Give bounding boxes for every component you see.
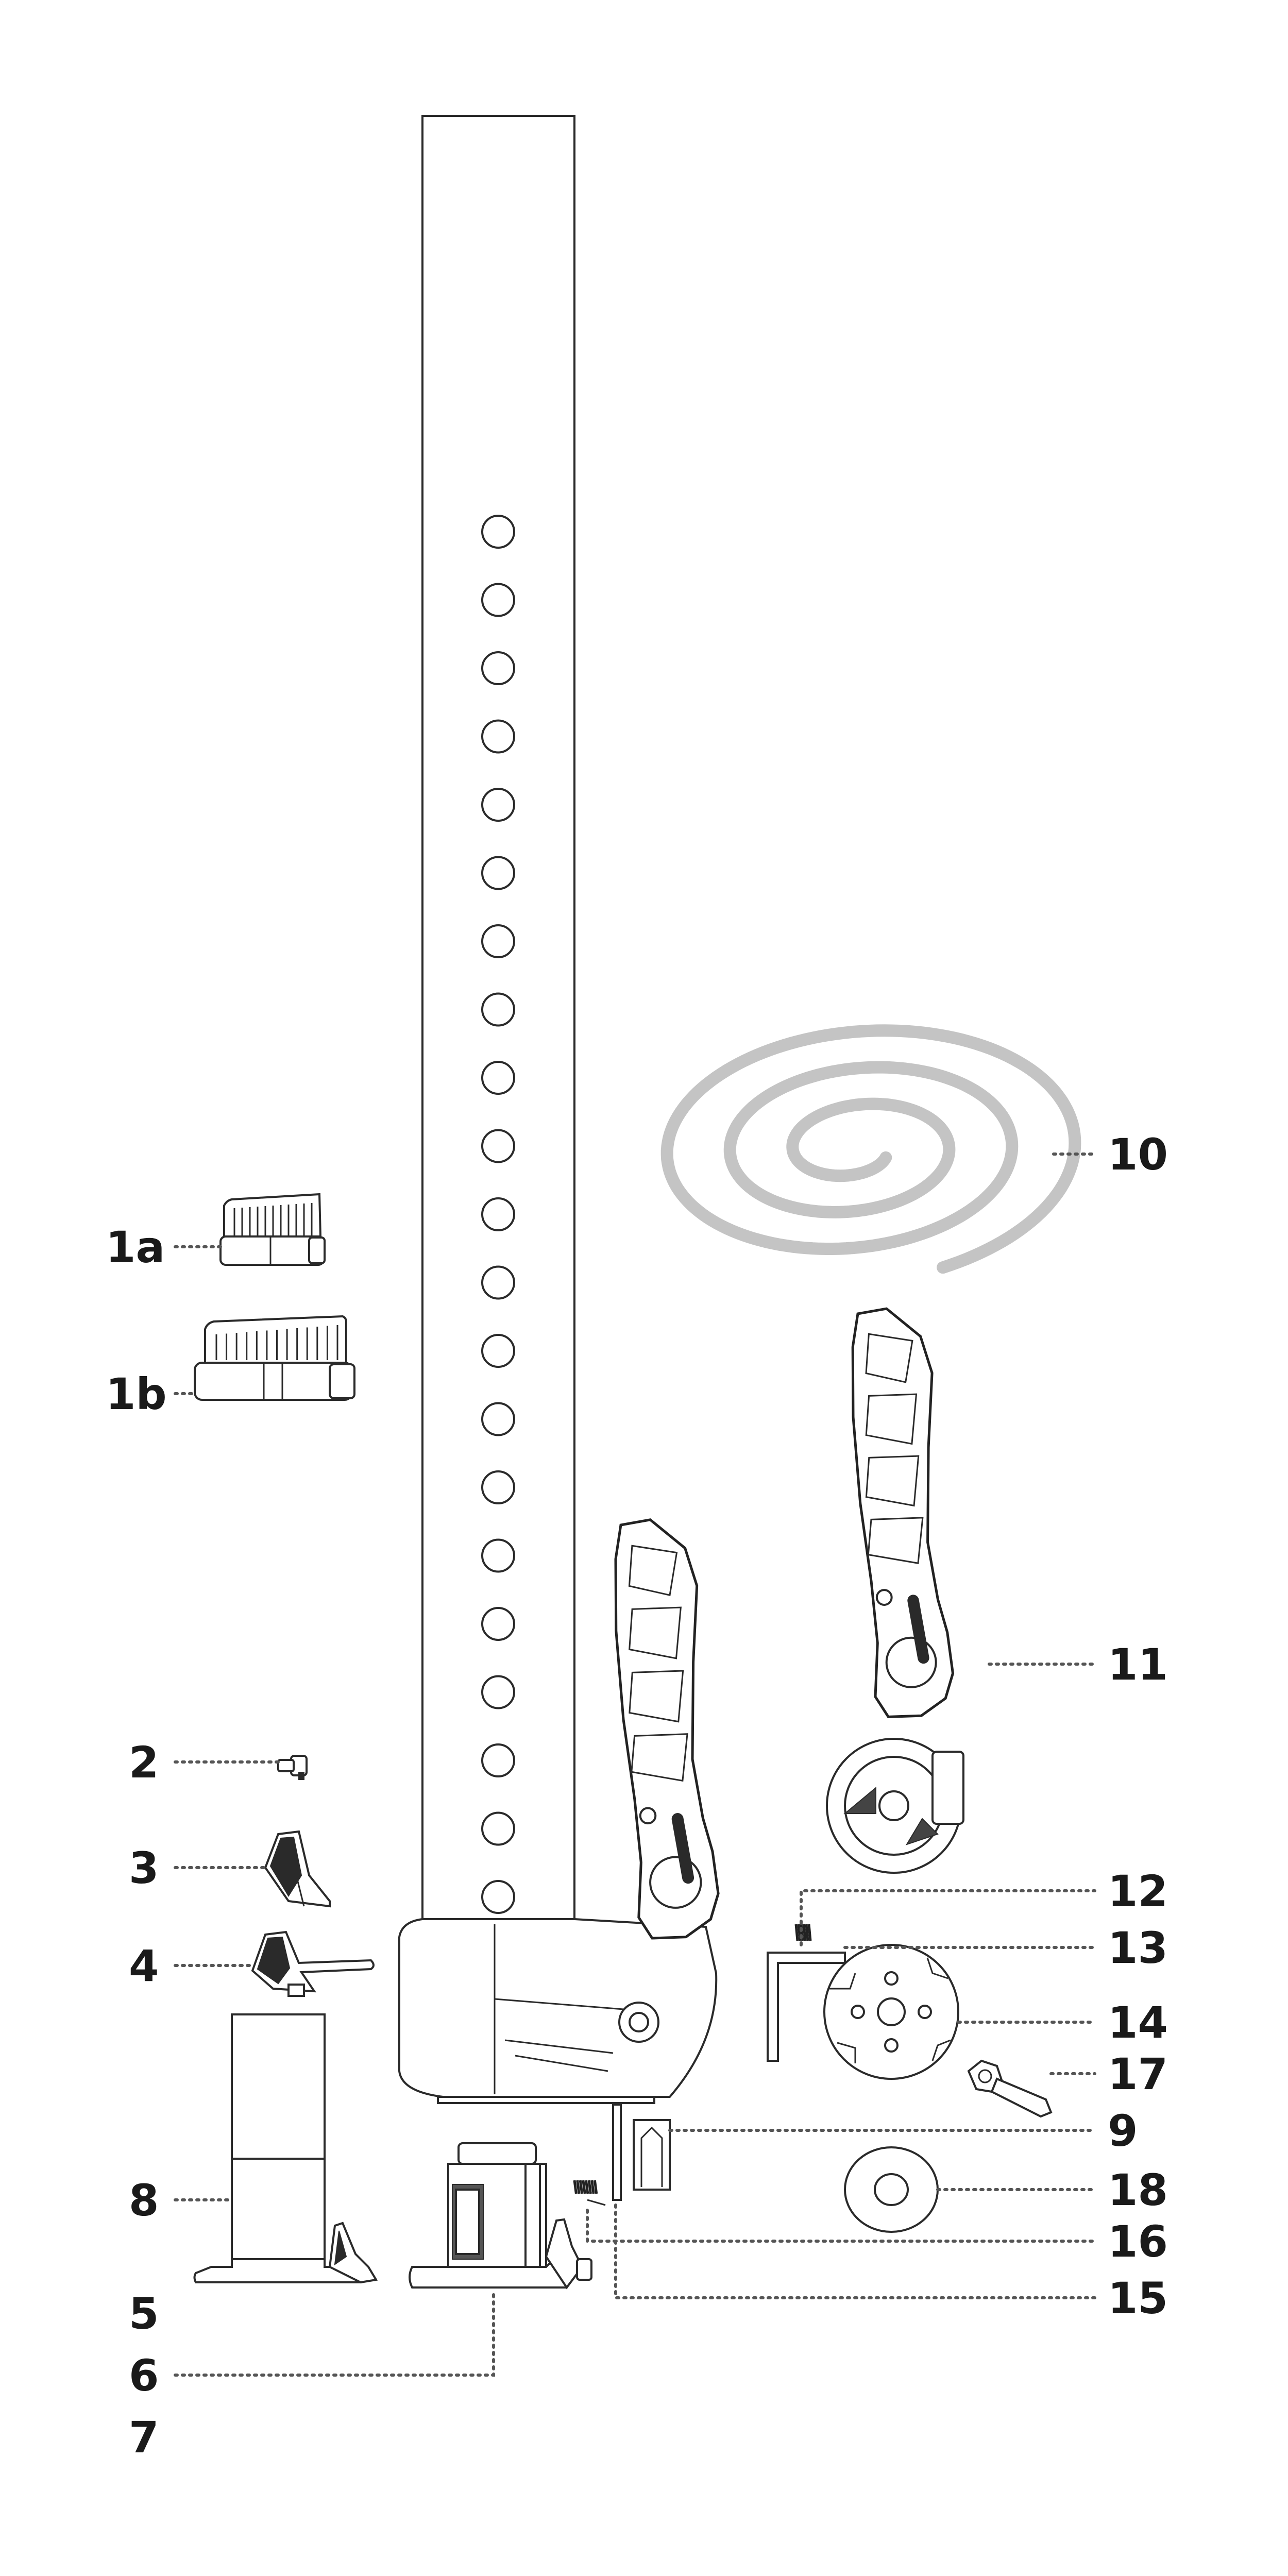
callout-labels: 1a 1b 2 3 4 8 5 6 7 10 11 12 13 14 17 9 … [106, 1129, 1168, 2463]
callout-17: 17 [1108, 2049, 1168, 2099]
tube-hole [481, 924, 515, 958]
tube-hole [481, 1470, 515, 1504]
callout-8: 8 [129, 2175, 159, 2226]
lever-window [628, 1545, 678, 1596]
callout-14: 14 [1108, 1997, 1168, 2048]
part-16-spring [573, 2180, 598, 2194]
tube-hole [481, 1061, 515, 1095]
spring-coil [802, 1924, 807, 1941]
tube-hole [481, 1129, 515, 1163]
callout-5: 5 [129, 2289, 159, 2339]
part-10-elastic-cord [660, 1024, 1081, 1274]
callout-7: 7 [129, 2412, 159, 2463]
spring-coil [579, 2180, 584, 2194]
callout-18: 18 [1108, 2165, 1168, 2215]
spring-coil [805, 1924, 809, 1941]
part-3-wedge-clip [264, 1830, 331, 1908]
part-4-latch [251, 1930, 375, 1997]
part-17-bolt [967, 2059, 1053, 2118]
part-1a-cap-small [219, 1193, 326, 1266]
lever-arm-assembled-detail [628, 1545, 702, 1909]
part-15-pin [587, 2199, 606, 2206]
part-12-allen-key [767, 1952, 846, 2062]
tube-hole [481, 1197, 515, 1231]
part-5-base-plate [193, 2222, 378, 2284]
spring-coil [587, 2180, 592, 2194]
part-18-washer [844, 2146, 939, 2233]
tube-hole [481, 515, 515, 549]
spring-coil [573, 2180, 578, 2194]
spring-coil [576, 2180, 581, 2194]
tube-hole [481, 1880, 515, 1914]
cap-1a-ribs [233, 1203, 313, 1235]
tube-hole [481, 1607, 515, 1641]
callout-9: 9 [1108, 2106, 1138, 2156]
spring-coil [807, 1924, 812, 1941]
tube-hole [481, 1265, 515, 1300]
callout-15: 15 [1108, 2273, 1168, 2324]
part-1b-cap-large [194, 1315, 355, 1401]
tube-hole [481, 719, 515, 754]
spring-coil [794, 1924, 799, 1941]
tube-hole [481, 583, 515, 617]
spring-coil [590, 2180, 595, 2194]
lever-pivot [885, 1636, 937, 1688]
tube-hole [481, 1334, 515, 1368]
callout-6: 6 [129, 2350, 159, 2401]
lever-window [865, 1455, 920, 1507]
part-9-spring-clip [612, 2104, 671, 2201]
callout-4: 4 [129, 1941, 159, 1991]
tube-hole [481, 992, 515, 1027]
part-8-sleeve [231, 2013, 326, 2268]
tube-hole [481, 1675, 515, 1709]
lever-window [629, 1670, 684, 1723]
callout-11: 11 [1108, 1639, 1168, 1690]
lever-arm-assembled [614, 1518, 720, 1940]
lever-latch [671, 1813, 694, 1884]
main-tube [421, 115, 575, 1936]
callout-10: 10 [1108, 1129, 1168, 1180]
part-11-lever [826, 1307, 964, 1874]
lever-window [865, 1333, 913, 1383]
part-6-clamp-block [409, 2142, 592, 2290]
callout-3: 3 [129, 1843, 159, 1893]
leader-lines [174, 1153, 1096, 2377]
lever-window [865, 1393, 918, 1445]
tube-hole [481, 856, 515, 890]
callout-13: 13 [1108, 1923, 1168, 1973]
cord-spiral [660, 1024, 1081, 1274]
lever-arm-standalone-detail [865, 1333, 937, 1688]
callout-1a: 1a [106, 1222, 165, 1273]
tube-hole [481, 651, 515, 685]
tube-hole [481, 788, 515, 822]
part-14-ratchet-disc [823, 1944, 959, 2080]
tube-hole [481, 1743, 515, 1777]
spring-coil [593, 2180, 598, 2194]
lever-window [629, 1606, 682, 1659]
lever-screw [639, 1807, 657, 1825]
part-2-pin [277, 1755, 308, 1780]
part-13-spring [794, 1924, 812, 1941]
callout-1b: 1b [106, 1369, 167, 1419]
lever-latch [907, 1595, 929, 1664]
tube-holes [481, 515, 515, 1914]
assembled-head [398, 1518, 720, 2104]
cap-1b-ribs [215, 1325, 338, 1360]
lever-window [631, 1733, 688, 1782]
spring-coil [582, 2180, 586, 2194]
lever-window [867, 1517, 924, 1564]
callout-12: 12 [1108, 1866, 1168, 1917]
callout-2: 2 [129, 1737, 159, 1788]
tube-hole [481, 1402, 515, 1436]
lever-pivot [649, 1856, 702, 1909]
lever-screw [875, 1589, 893, 1606]
spring-coil [585, 2180, 589, 2194]
lever-arm-standalone [851, 1307, 955, 1718]
tube-hole [481, 1811, 515, 1846]
tube-hole [481, 1538, 515, 1573]
callout-16: 16 [1108, 2216, 1168, 2267]
